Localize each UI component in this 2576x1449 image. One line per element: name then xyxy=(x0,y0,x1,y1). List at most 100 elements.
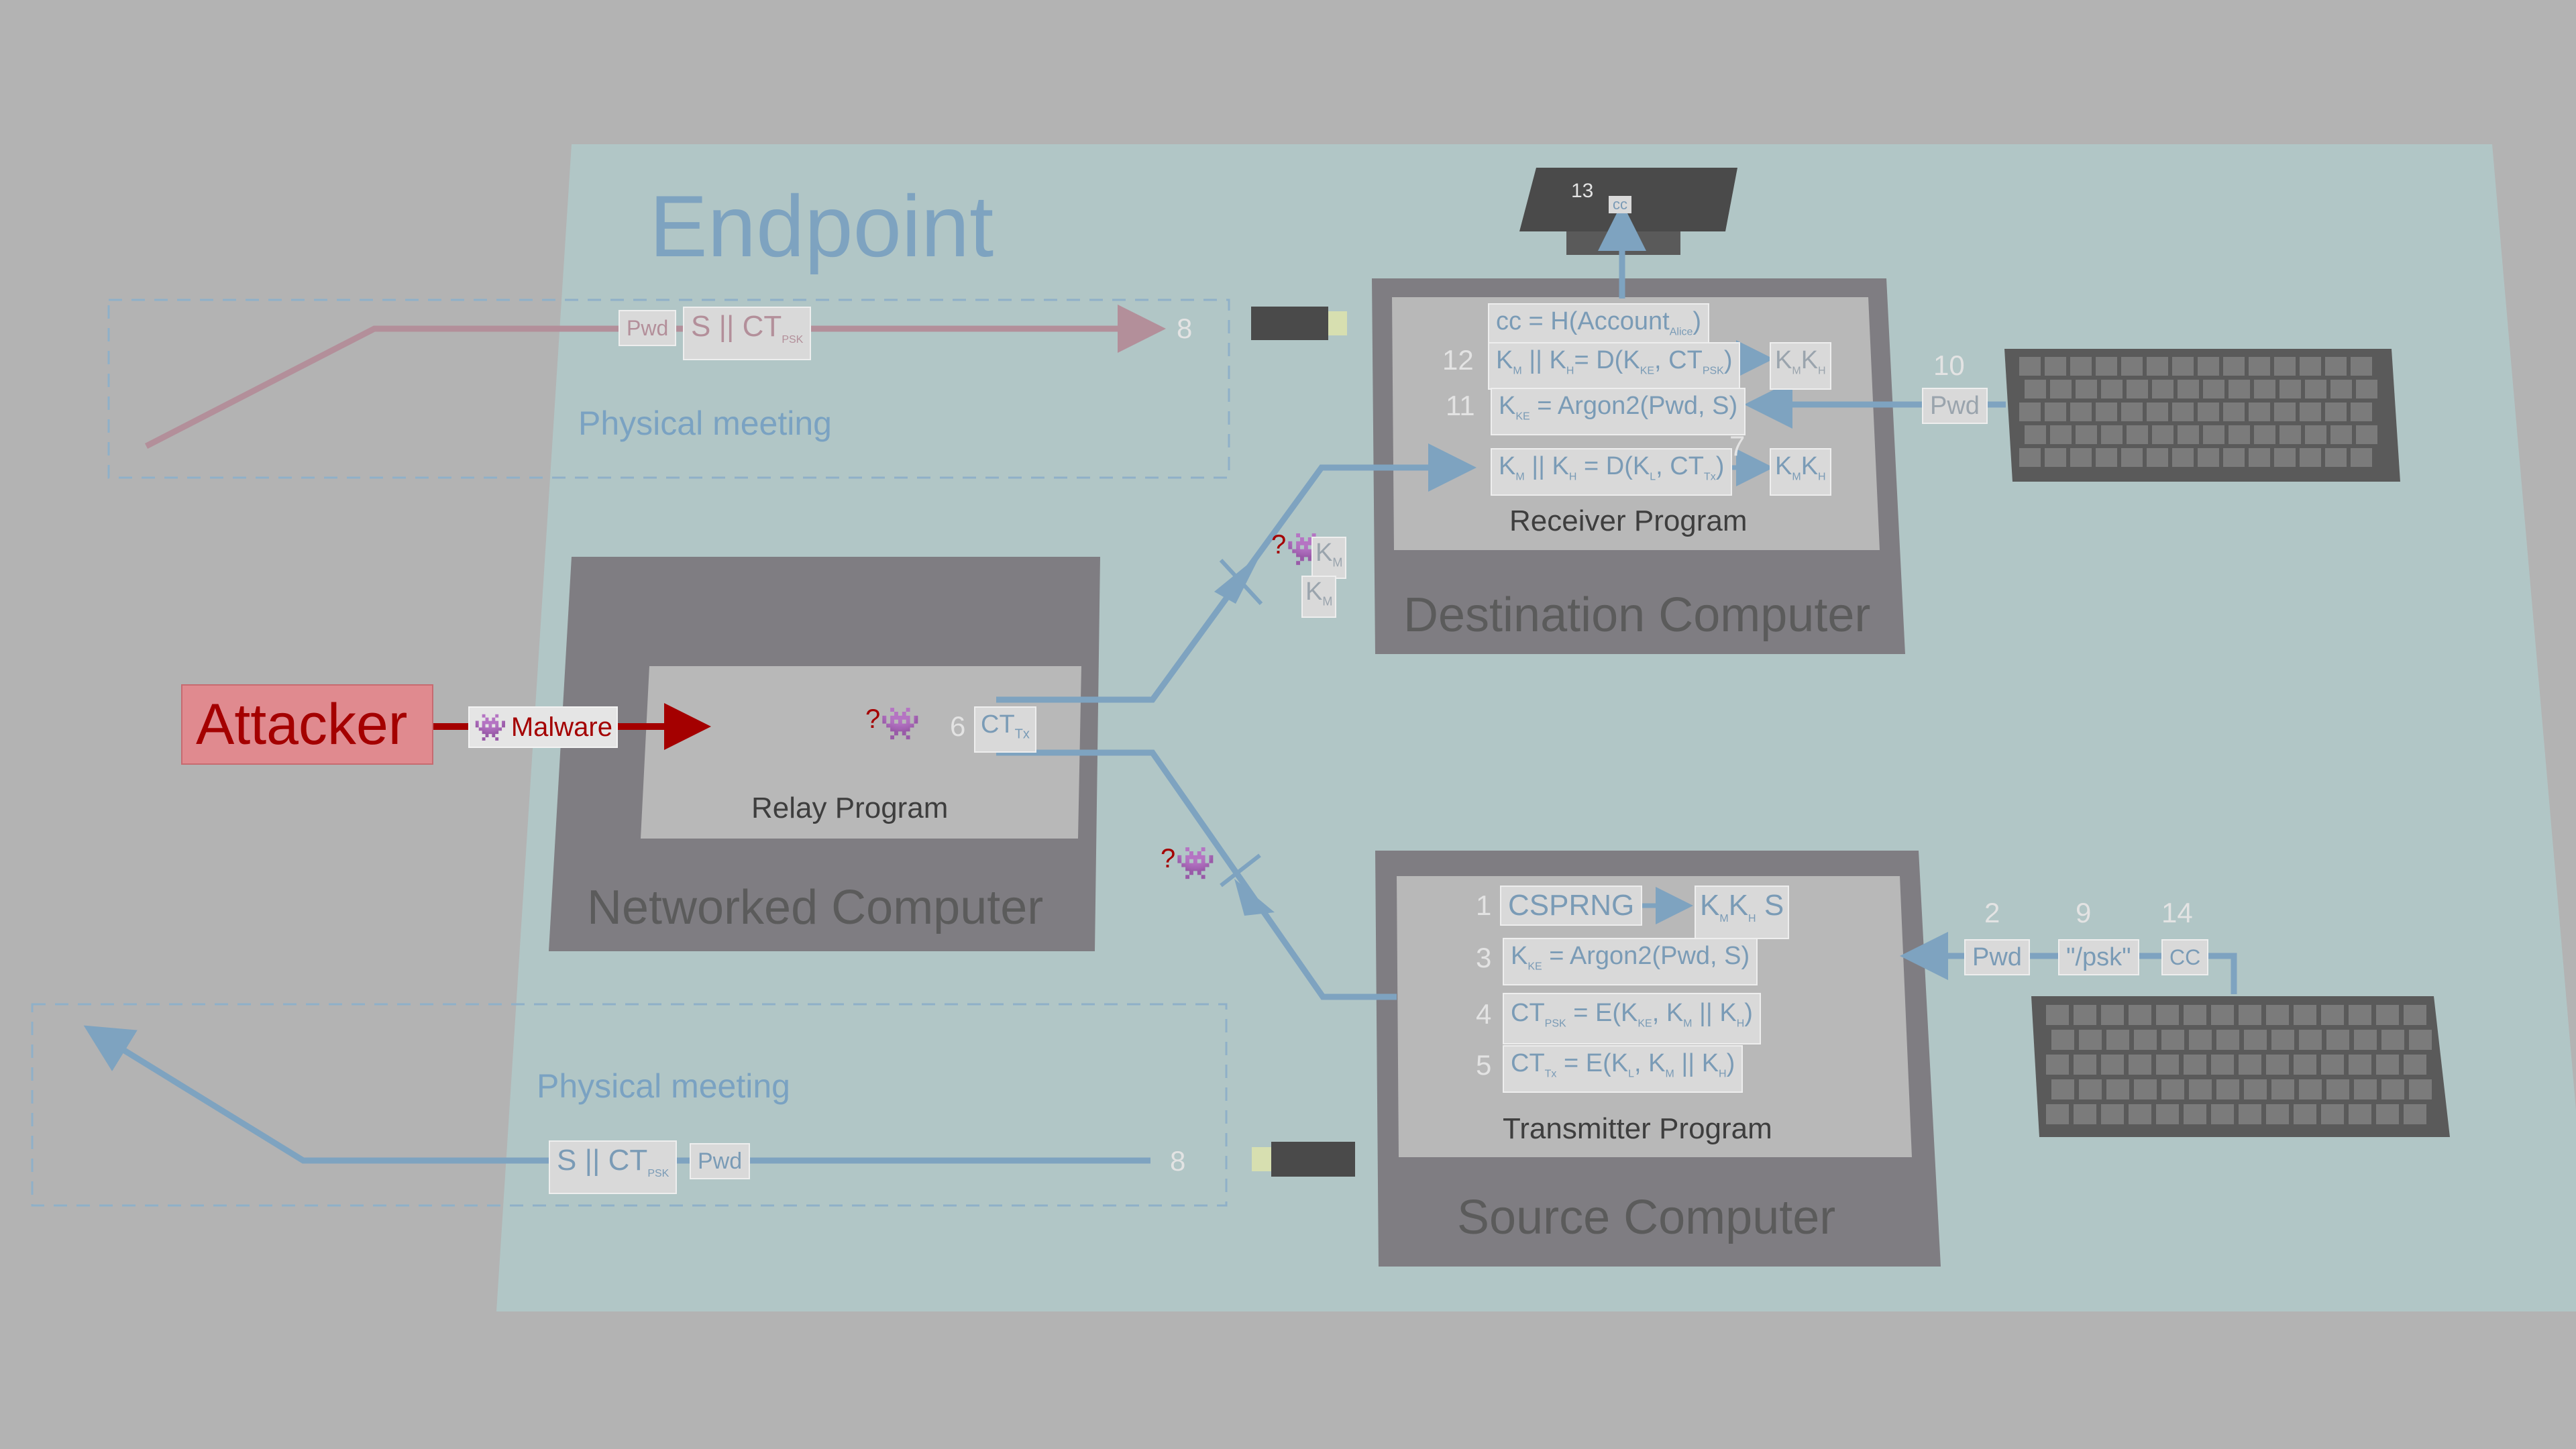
keyboard-key xyxy=(2074,1005,2096,1025)
keyboard-key xyxy=(2229,380,2250,398)
csprng-label: CSPRNG xyxy=(1500,885,1643,926)
screen-cc: cc xyxy=(1609,196,1631,213)
keyboard-key xyxy=(2294,1005,2316,1025)
keyboard-key xyxy=(2019,402,2041,421)
keyboard-key xyxy=(2070,402,2092,421)
networked-computer-title: Networked Computer xyxy=(587,881,1044,934)
keyboard-key xyxy=(2211,1104,2234,1124)
ct-tx-label: CTTx xyxy=(974,706,1036,753)
keyboard-key xyxy=(2409,1030,2432,1050)
keyboard-key xyxy=(2356,425,2377,444)
keyboard-key xyxy=(2300,357,2321,376)
keyboard-key xyxy=(2279,380,2301,398)
invader-icon: 👾 xyxy=(880,706,921,742)
keyboard-key xyxy=(2376,1104,2399,1124)
keyboard-key xyxy=(2354,1079,2377,1099)
keyboard-key xyxy=(2101,380,2123,398)
keyboard-key xyxy=(2161,1079,2184,1099)
keyboard-key xyxy=(2321,1104,2344,1124)
keyboard-key xyxy=(2101,425,2123,444)
keyboard-key xyxy=(2349,1005,2371,1025)
relay-program-title: Relay Program xyxy=(751,792,949,824)
keyboard-key xyxy=(2074,1055,2096,1075)
keyboard-key xyxy=(2381,1079,2404,1099)
keyboard-key xyxy=(2076,380,2097,398)
argon-destination: KKE = Argon2(Pwd, S) xyxy=(1491,388,1746,435)
pwd-top: Pwd xyxy=(619,310,677,346)
keyboard-key xyxy=(2156,1104,2179,1124)
keyboard-key xyxy=(2305,425,2326,444)
pwd-bottom: Pwd xyxy=(690,1143,751,1179)
keyboard-key xyxy=(2051,1030,2074,1050)
keyboard-key xyxy=(2161,1030,2184,1050)
step-6: 6 xyxy=(950,710,966,742)
argon-source: KKE = Argon2(Pwd, S) xyxy=(1503,938,1758,985)
keyboard-key xyxy=(2045,357,2066,376)
keyboard-key xyxy=(2330,425,2352,444)
keyboard-key xyxy=(2074,1104,2096,1124)
keyboard-keys-destination xyxy=(2019,357,2377,467)
keyboard-key xyxy=(2211,1055,2234,1075)
step-13: 13 xyxy=(1571,180,1594,202)
keyboard-key xyxy=(2300,448,2321,467)
keyboard-key xyxy=(2321,1055,2344,1075)
keyboard-key xyxy=(2223,357,2245,376)
keyboard-key xyxy=(2266,1055,2289,1075)
keyboard-key xyxy=(2229,425,2250,444)
km-guess-1: KM xyxy=(1311,537,1347,579)
encrypt-tx-formula: CTTx = E(KL, KM || KH) xyxy=(1503,1045,1743,1093)
keyboard-key xyxy=(2325,448,2347,467)
keyboard-key xyxy=(2300,402,2321,421)
keyboard-key xyxy=(2050,380,2072,398)
keyboard-key xyxy=(2216,1030,2239,1050)
keyboard-key xyxy=(2129,1005,2151,1025)
keyboard-key xyxy=(2156,1005,2179,1025)
keyboard-key xyxy=(2127,380,2148,398)
pink-usb-arrow xyxy=(144,305,1166,449)
keyboard-key xyxy=(2254,425,2275,444)
malware-label: Malware xyxy=(511,712,612,742)
keyboard-key xyxy=(2404,1055,2426,1075)
keyboard-key xyxy=(2096,357,2117,376)
keyboard-key xyxy=(2121,402,2143,421)
keyboard-key xyxy=(2271,1079,2294,1099)
encrypt-psk-formula: CTPSK = E(KKE, KM || KH) xyxy=(1503,993,1761,1044)
usb-stick-bottom xyxy=(1271,1142,1355,1177)
keyboard-key xyxy=(2172,402,2194,421)
keyboard-key xyxy=(2184,1104,2206,1124)
keyboard-key xyxy=(2239,1005,2261,1025)
keyboard-key xyxy=(2184,1055,2206,1075)
km-kh-out-7: KMKH xyxy=(1770,448,1831,496)
keyboard-key xyxy=(2046,1005,2069,1025)
payload-top: S || CTPSK xyxy=(683,307,812,360)
physical-meeting-bottom-box xyxy=(31,1003,1228,1207)
pwd-destination: Pwd xyxy=(1922,388,1988,424)
keyboard-key xyxy=(2096,448,2117,467)
keyboard-key xyxy=(2134,1030,2157,1050)
keyboard-key xyxy=(2189,1079,2212,1099)
km-kh-out-12: KMKH xyxy=(1770,342,1831,390)
keyboard-key xyxy=(2178,425,2199,444)
keyboard-key xyxy=(2096,402,2117,421)
intercept-arrowhead-bottom xyxy=(1234,879,1275,916)
decrypt-tx-formula: KM || KH = D(KL, CTTx) xyxy=(1491,448,1733,496)
keyboard-key xyxy=(2409,1079,2432,1099)
keyboard-key xyxy=(2299,1079,2322,1099)
keyboard-key xyxy=(2356,380,2377,398)
keyboard-key xyxy=(2101,1005,2124,1025)
keyboard-key xyxy=(2101,1104,2124,1124)
decrypt-psk-formula: KM || KH= D(KKE, CTPSK) xyxy=(1488,342,1741,390)
attacker-box: Attacker xyxy=(181,684,433,765)
keyboard-key xyxy=(2152,425,2174,444)
keyboard-key xyxy=(2223,448,2245,467)
keyboard-key xyxy=(2294,1055,2316,1075)
step-7: 7 xyxy=(1729,430,1746,462)
keyboard-key xyxy=(2046,1104,2069,1124)
receiver-program-title: Receiver Program xyxy=(1509,504,1748,537)
keyboard-key xyxy=(2046,1055,2069,1075)
keyboard-key xyxy=(2305,380,2326,398)
step-12: 12 xyxy=(1442,344,1474,376)
keyboard-key xyxy=(2147,402,2168,421)
keyboard-key xyxy=(2404,1005,2426,1025)
keyboard-key xyxy=(2239,1055,2261,1075)
